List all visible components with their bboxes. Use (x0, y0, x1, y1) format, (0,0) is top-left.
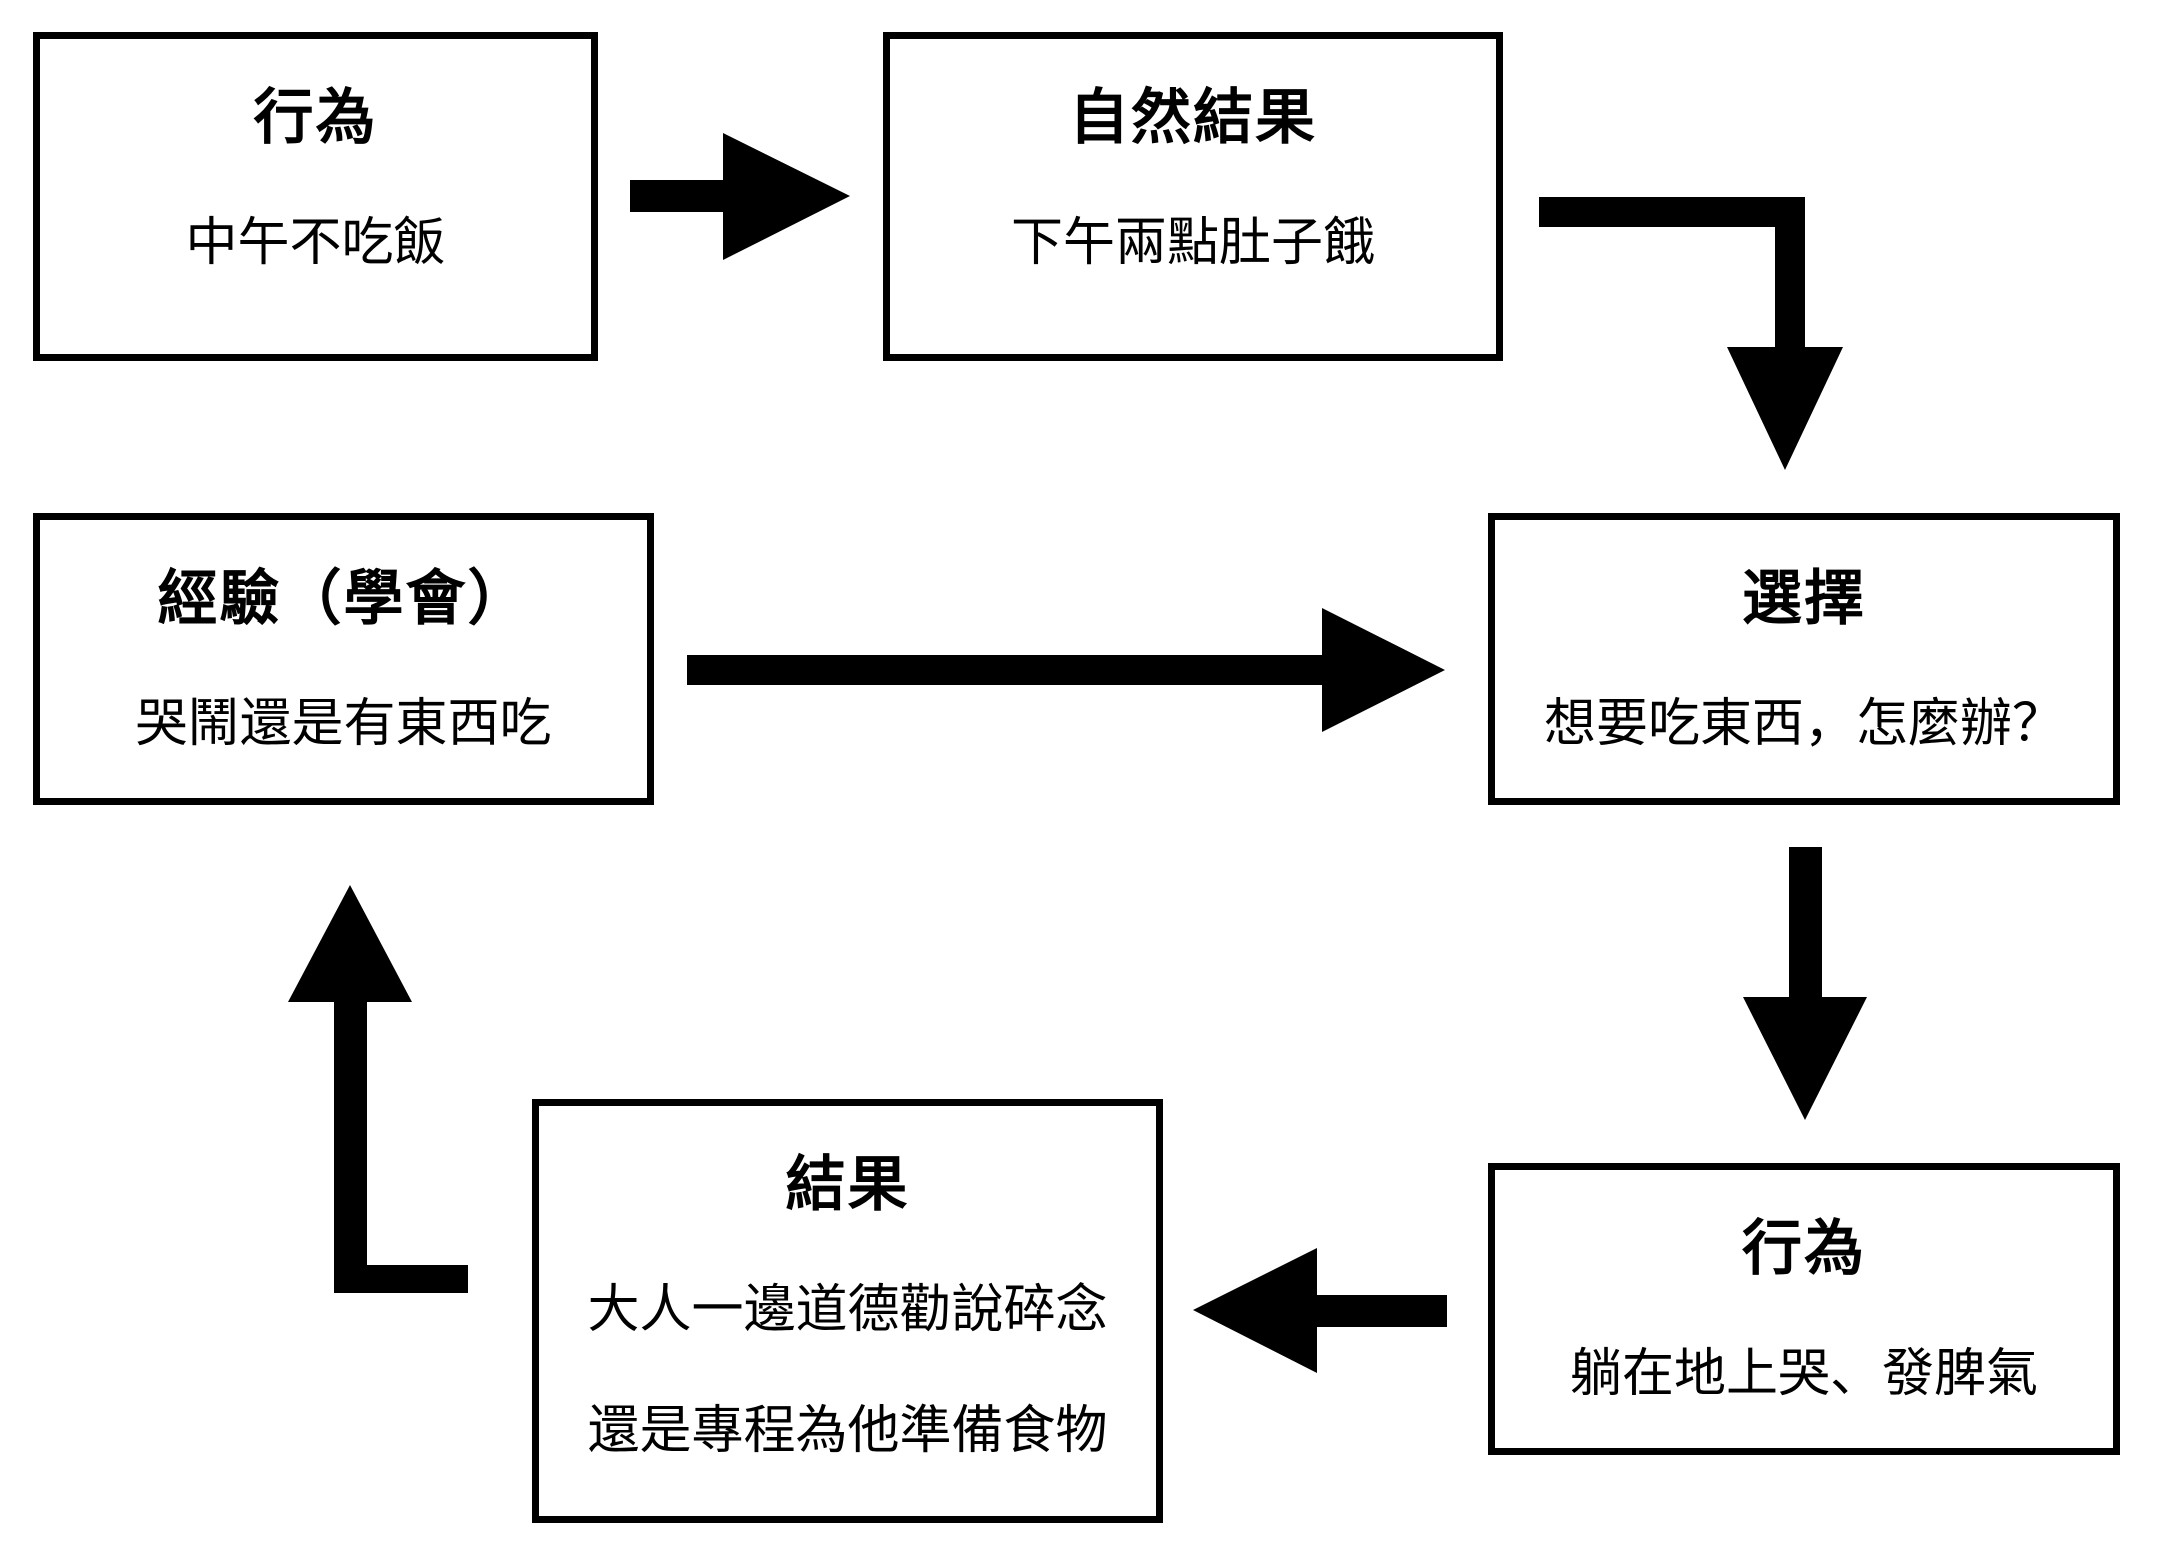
box-natural-consequence-title: 自然結果 (1069, 84, 1317, 151)
box-experience-title: 經驗（學會） (157, 565, 530, 632)
box-choice-body: 想要吃東西，怎麼辦？ (1543, 696, 2064, 753)
box-result-body-line-1: 大人一邊道德勸說碎念 (587, 1282, 1108, 1339)
arrow-natural-to-choice-icon (1539, 197, 1843, 470)
box-behavior-top: 行為 中午不吃飯 (33, 32, 598, 361)
box-behavior-top-body: 中午不吃飯 (185, 215, 446, 272)
box-behavior-bottom-title: 行為 (1742, 1215, 1866, 1282)
arrow-behavior-to-natural-icon (630, 133, 850, 260)
box-experience-body: 哭鬧還是有東西吃 (135, 696, 552, 753)
box-result-body-line-2: 還是專程為他準備食物 (587, 1403, 1108, 1461)
box-behavior-top-title: 行為 (253, 84, 378, 151)
box-experience: 經驗（學會） 哭鬧還是有東西吃 (33, 513, 654, 805)
box-behavior-bottom-body: 躺在地上哭、發脾氣 (1569, 1346, 2038, 1403)
box-result-title: 結果 (785, 1151, 910, 1218)
box-choice: 選擇 想要吃東西，怎麼辦？ (1488, 513, 2120, 805)
arrow-behavior-to-result-icon (1193, 1248, 1447, 1373)
box-natural-consequence-body: 下午兩點肚子餓 (1010, 215, 1375, 272)
box-choice-title: 選擇 (1742, 565, 1866, 632)
arrow-experience-to-choice-icon (687, 608, 1445, 732)
arrow-choice-to-behavior-icon (1743, 847, 1867, 1120)
box-result: 結果 大人一邊道德勸說碎念 還是專程為他準備食物 (532, 1099, 1163, 1523)
arrow-result-to-experience-icon (288, 885, 468, 1293)
box-behavior-bottom: 行為 躺在地上哭、發脾氣 (1488, 1163, 2120, 1455)
box-natural-consequence: 自然結果 下午兩點肚子餓 (883, 32, 1503, 361)
